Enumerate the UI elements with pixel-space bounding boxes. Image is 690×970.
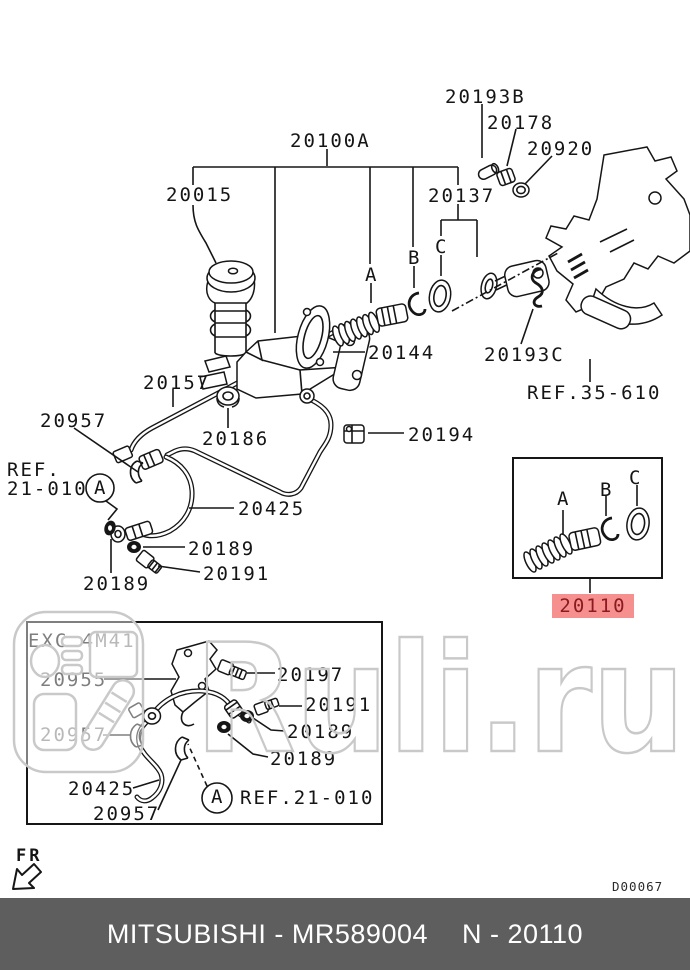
bolt-20191-main [135, 549, 163, 574]
part-label: 20178 [487, 112, 555, 134]
pipe-fittings [110, 445, 164, 543]
part-label: 20955 [40, 669, 108, 691]
part-label: 20193C [484, 344, 565, 366]
oring-c [428, 279, 452, 313]
part-label: A [211, 786, 225, 808]
part-label: 20191 [305, 694, 373, 716]
part-label: 20194 [408, 424, 476, 446]
part-label: REF. [7, 459, 61, 481]
footer-brand-part: MITSUBISHI - MR589004 [106, 918, 428, 949]
piston-spring-a [331, 303, 409, 347]
part-label: 20191 [203, 563, 271, 585]
part-label: 20197 [277, 664, 345, 686]
snap-ring-b [407, 291, 427, 316]
part-label: 20193B [445, 86, 526, 108]
part-label: 20957 [93, 803, 161, 825]
part-label: 20425 [238, 498, 306, 520]
part-label: EXC 4M41 [28, 630, 136, 652]
exc-washers-bolt [217, 697, 280, 733]
gasket-20144 [295, 305, 331, 369]
highlighted-part-label: 20110 [552, 594, 634, 618]
part-label: A [557, 488, 571, 510]
part-label: 20186 [202, 428, 270, 450]
pipe-20157 [128, 321, 352, 497]
inset-piston-spring [523, 527, 602, 573]
part-label: D00067 [612, 879, 664, 894]
part-label: REF.35-610 [527, 382, 662, 404]
clamp-20957-main [129, 460, 144, 484]
inset-oring [626, 507, 650, 541]
part-label: 20189 [270, 748, 338, 770]
part-label: FR [16, 846, 43, 866]
part-label: A [94, 477, 108, 499]
part-label: 20157 [143, 372, 211, 394]
part-label: A [365, 264, 379, 286]
part-label: 20189 [188, 538, 256, 560]
pedal-bracket-ref-35-610 [451, 146, 690, 330]
washers-bolt-main [104, 520, 163, 574]
part-label: B [408, 247, 422, 269]
washer-20920 [512, 182, 530, 198]
clamp-20194 [343, 424, 365, 444]
footer-bar: MITSUBISHI - MR589004 N - 20110 [0, 898, 690, 970]
part-label: 20189 [83, 573, 151, 595]
nut-20178 [496, 167, 516, 187]
part-label: 20189 [287, 721, 355, 743]
part-label: 20425 [68, 778, 136, 800]
fr-arrow-icon [12, 863, 42, 890]
clip-20193c [530, 267, 544, 308]
part-label: 20137 [428, 185, 496, 207]
pin-20193b [477, 162, 500, 181]
part-label: 20957 [40, 724, 108, 746]
inset-snap-ring [600, 516, 620, 541]
part-label: 20957 [40, 410, 108, 432]
part-label: 20100A [290, 130, 371, 152]
fluid-reservoir [205, 260, 256, 357]
exc-bolt-20197 [216, 659, 248, 681]
part-label: 20920 [527, 138, 595, 160]
part-label: 20144 [368, 342, 436, 364]
part-label: C [435, 236, 449, 258]
part-label: C [629, 467, 643, 489]
part-label: 20015 [166, 184, 234, 206]
part-label: B [600, 479, 614, 501]
part-label: 21-010 [7, 478, 88, 500]
footer-catalog-number: N - 20110 [462, 918, 584, 949]
hose-20425 [139, 454, 195, 539]
part-label: REF.21-010 [240, 787, 375, 809]
label-leader-lines [73, 104, 638, 811]
ref-circle-a-main [85, 473, 115, 503]
ref-circle-a-exc [201, 782, 233, 814]
